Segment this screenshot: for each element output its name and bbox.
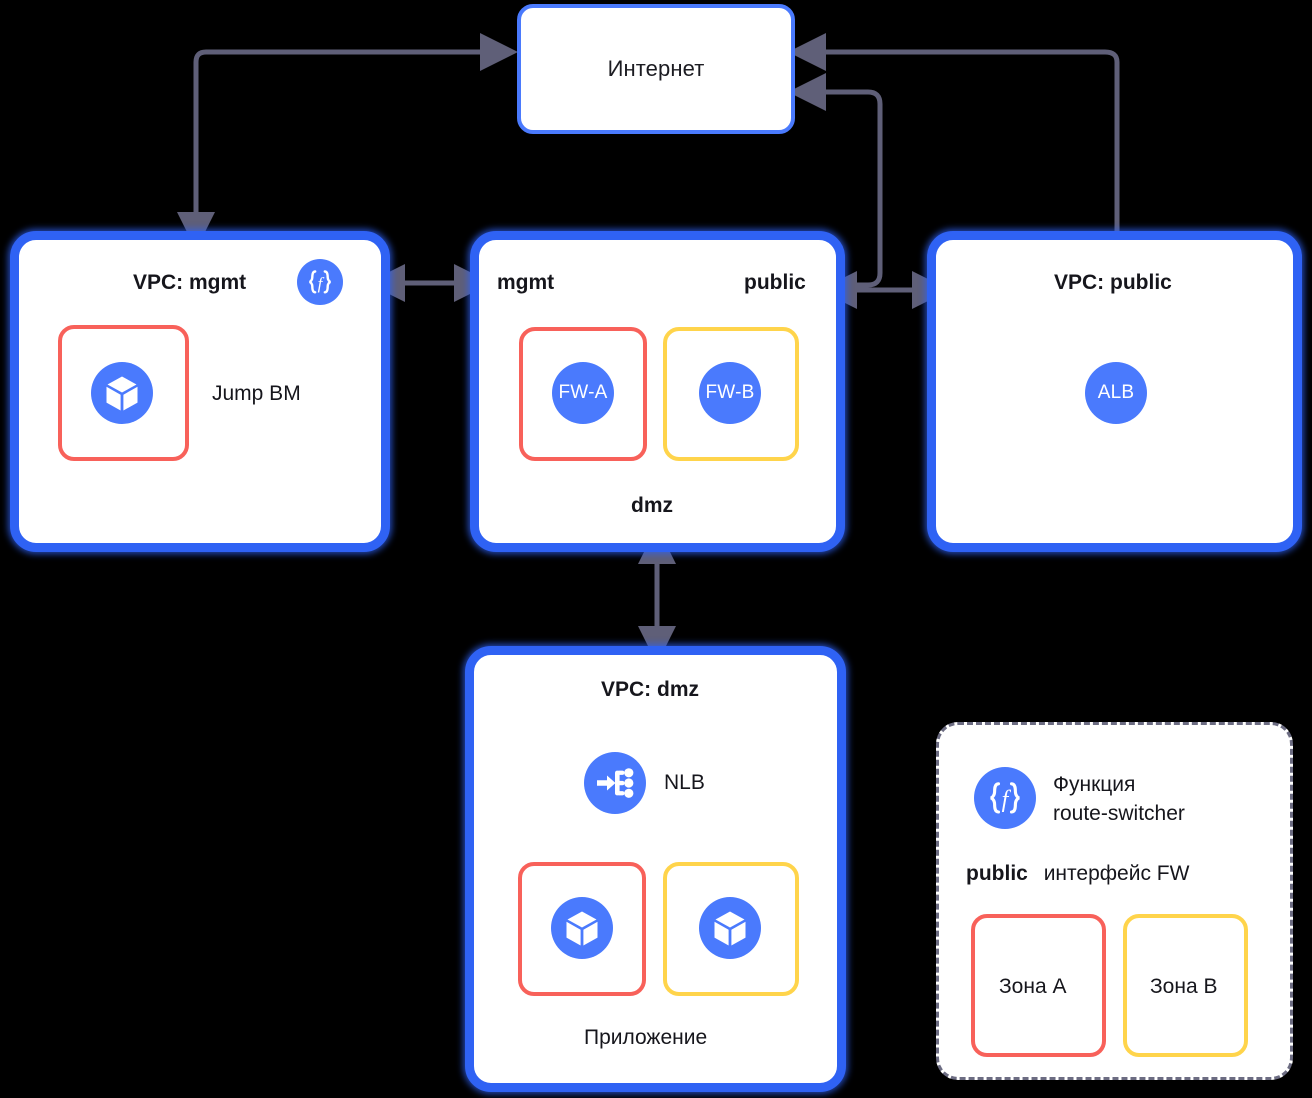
legend-zone-b-label: Зона B [1150,975,1218,998]
legend-zone-a-label: Зона A [999,975,1067,998]
legend-function-line2: route-switcher [1053,802,1185,825]
network-load-balancer-icon[interactable] [584,752,646,814]
firewall-interface-dmz: dmz [631,494,673,517]
vpc-dmz-footer-label: Приложение [584,1026,708,1049]
connector-mgmt-to-internet [177,33,519,250]
legend-interface-bold: public [966,862,1028,885]
vm-cube-icon[interactable] [551,897,613,959]
vm-cube-icon[interactable] [699,897,761,959]
legend-interface-rest: интерфейс FW [1043,862,1190,885]
function-braces-icon: f [974,767,1036,829]
svg-text:f: f [1002,787,1012,813]
internet-label: Интернет [607,56,705,81]
fw-b-node[interactable]: FW-B [699,362,761,424]
function-braces-icon[interactable]: f [297,259,343,305]
jump-bm-label: Jump BM [212,382,301,405]
nlb-label: NLB [664,771,705,794]
firewall-interface-public: public [744,271,806,294]
legend-zone-b [1123,914,1248,1057]
legend-zone-a [971,914,1106,1057]
connector-vpc-public-to-internet [787,33,1120,231]
svg-text:f: f [318,274,325,293]
vpc-dmz-title: VPC: dmz [601,678,700,701]
alb-node[interactable]: ALB [1085,362,1147,424]
firewall-interface-mgmt: mgmt [497,271,555,294]
vpc-public-title: VPC: public [1054,271,1172,294]
internet-node[interactable]: Интернет [517,4,795,134]
fw-a-node[interactable]: FW-A [552,362,614,424]
legend-function-line1: Функция [1053,773,1136,796]
vm-cube-icon[interactable] [91,362,153,424]
vpc-mgmt-title: VPC: mgmt [133,271,247,294]
legend-interface-row: public интерфейс FW [966,860,1189,888]
